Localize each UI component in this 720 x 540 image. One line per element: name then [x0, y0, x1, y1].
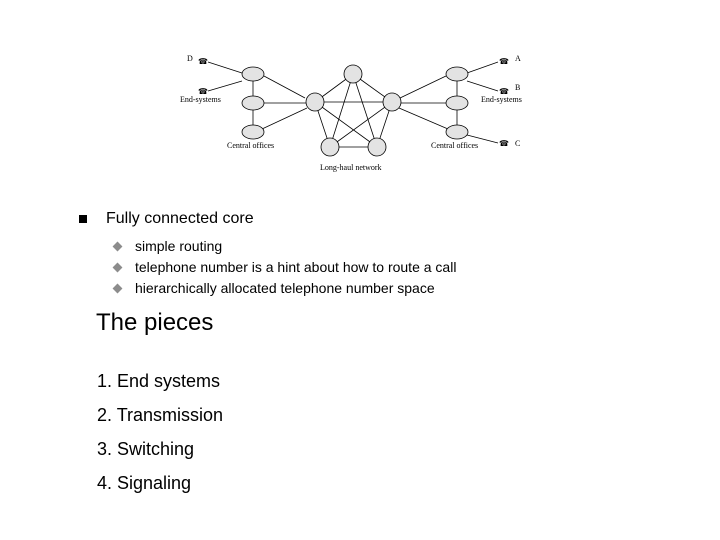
central-office-left-bottom	[241, 124, 265, 140]
core-switch-right	[382, 92, 402, 112]
sub-bullet-text: hierarchically allocated telephone numbe…	[135, 280, 435, 296]
phone-icon: ☎	[499, 87, 509, 96]
link-c-office	[466, 134, 499, 144]
link-office-core-r3	[398, 107, 449, 130]
central-office-right-bottom	[445, 124, 469, 140]
end-system-label-c: C	[515, 139, 520, 148]
link-office-core-l3	[261, 107, 308, 130]
link-office-core-l1	[263, 75, 306, 99]
diamond-bullet-icon	[112, 283, 123, 294]
link-d-office	[207, 61, 243, 74]
central-office-left-mid	[241, 95, 265, 111]
link-b-office	[466, 80, 499, 92]
central-office-left-top	[241, 66, 265, 82]
long-haul-network-label: Long-haul network	[320, 163, 382, 172]
phone-icon: ☎	[198, 87, 208, 96]
end-system-label-a: A	[515, 54, 521, 63]
central-office-right-top	[445, 66, 469, 82]
phone-icon: ☎	[198, 57, 208, 66]
central-offices-label-right: Central offices	[431, 141, 478, 150]
phone-icon: ☎	[499, 139, 509, 148]
telephone-network-diagram: ☎ ☎ ☎ ☎ ☎ D A B C End-systems End-system…	[180, 54, 522, 172]
core-switch-bottom-left	[320, 137, 340, 157]
bullet-title: Fully connected core	[106, 210, 254, 227]
step-item: 1. End systems	[97, 371, 221, 391]
core-mesh	[314, 73, 393, 148]
central-offices-label-left: Central offices	[227, 141, 274, 150]
core-switch-left	[305, 92, 325, 112]
link-office-core-r1	[399, 75, 447, 99]
phone-icon: ☎	[499, 57, 509, 66]
central-office-right-mid	[445, 95, 469, 111]
diamond-bullet-icon	[112, 241, 123, 252]
end-systems-label-right: End-systems	[481, 95, 522, 104]
link-left-end-office	[207, 80, 243, 92]
step-item: 4. Signaling	[97, 473, 192, 493]
sub-bullet-text: telephone number is a hint about how to …	[135, 259, 457, 275]
end-system-label-b: B	[515, 83, 520, 92]
sub-bullet: hierarchically allocated telephone numbe…	[112, 280, 435, 296]
link-a-office	[466, 61, 499, 74]
diamond-bullet-icon	[112, 262, 123, 273]
sub-bullet: simple routing	[112, 238, 223, 254]
step-item: 3. Switching	[97, 439, 195, 459]
square-bullet-icon	[79, 215, 87, 223]
sub-bullet-text: simple routing	[135, 238, 223, 254]
end-system-label-d: D	[187, 54, 193, 63]
sub-bullet: telephone number is a hint about how to …	[112, 259, 457, 275]
core-switch-bottom-right	[367, 137, 387, 157]
core-switch-top	[343, 64, 363, 84]
pieces-heading: The pieces	[96, 309, 214, 336]
step-item: 2. Transmission	[97, 405, 224, 425]
end-systems-label-left: End-systems	[180, 95, 221, 104]
